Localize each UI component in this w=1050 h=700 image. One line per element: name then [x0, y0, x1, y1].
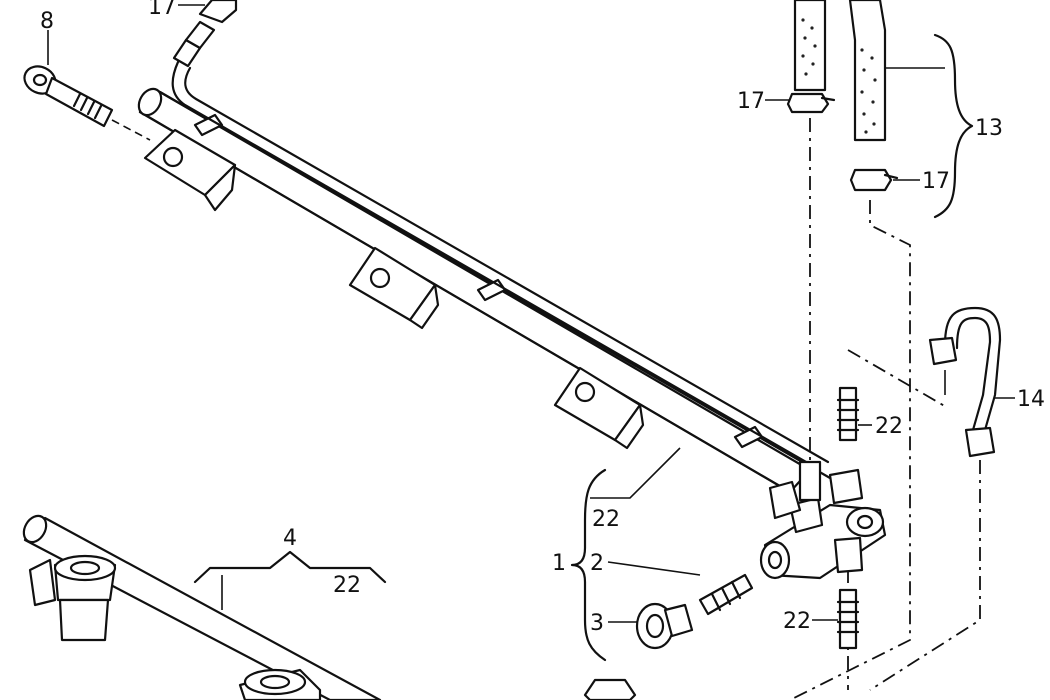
rail-mounting-bracket-2 — [348, 246, 440, 330]
connector-22-low — [812, 588, 860, 650]
label-22-low: 22 — [783, 609, 811, 634]
fuel-rail-secondary-4 — [22, 514, 387, 700]
hose-clamp-17-upper — [765, 92, 836, 114]
label-22-mid: 22 — [592, 507, 620, 532]
assembly-bracket-1 — [570, 447, 681, 662]
hose-13 — [793, 0, 974, 219]
label-1: 1 — [552, 551, 566, 576]
fuel-pipe-14 — [928, 306, 1015, 458]
label-13: 13 — [975, 116, 1003, 141]
label-4: 4 — [283, 526, 297, 551]
plug-3 — [608, 602, 694, 650]
fuel-rail-main — [137, 87, 832, 494]
label-8: 8 — [40, 9, 54, 34]
nut-bottom — [583, 678, 637, 700]
fuel-distributor-block — [759, 460, 887, 580]
assembly-leader-lines — [789, 118, 981, 700]
connector-2 — [607, 561, 754, 616]
label-22-right: 22 — [875, 414, 903, 439]
label-22-left: 22 — [333, 573, 361, 598]
hose-clamp-17-lower — [849, 168, 920, 192]
label-3: 3 — [590, 611, 604, 636]
rail-mounting-bracket-3 — [553, 366, 645, 450]
rail-mounting-bracket-1 — [143, 128, 237, 212]
fuel-supply-pipe — [171, 0, 830, 472]
connector-22-right — [836, 386, 872, 442]
label-17-mid: 17 — [737, 89, 765, 114]
label-17-right: 17 — [922, 169, 950, 194]
label-14: 14 — [1017, 387, 1045, 412]
bolt-8 — [23, 30, 151, 141]
label-17-top: 17 — [148, 0, 176, 20]
label-2: 2 — [590, 551, 604, 576]
